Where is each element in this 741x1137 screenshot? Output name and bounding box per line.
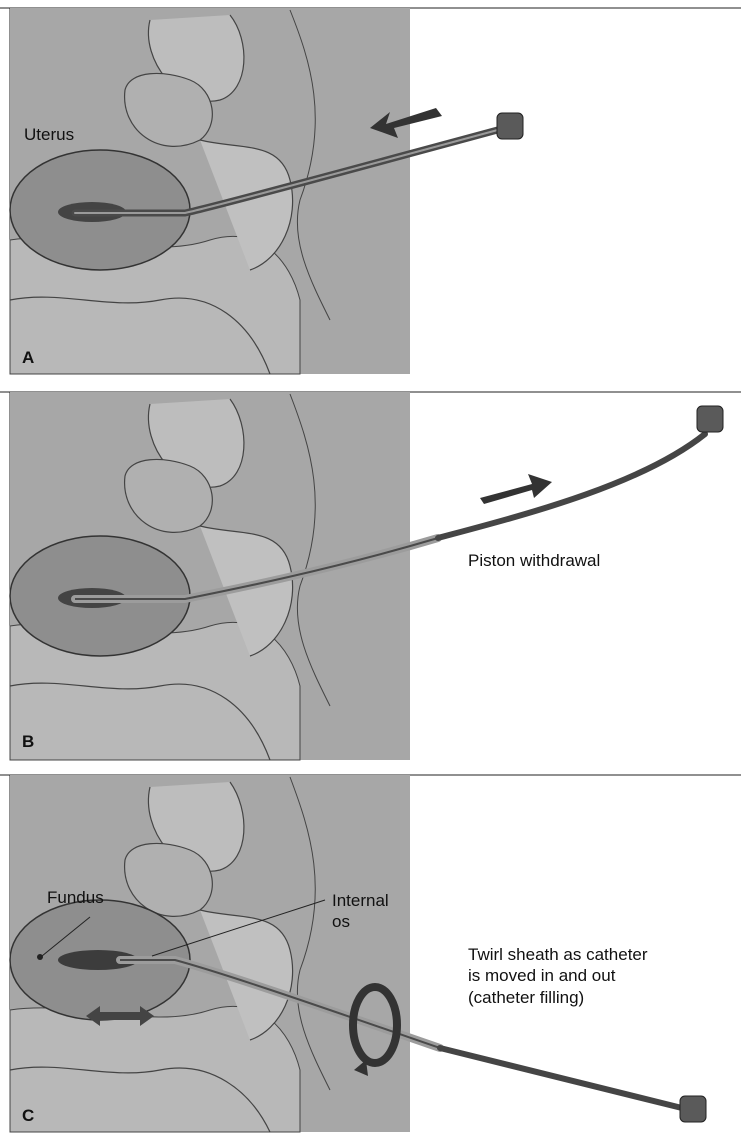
panel-c-catheter-cap — [680, 1096, 706, 1122]
panel-b-piston — [438, 434, 705, 538]
panel-b-catheter-cap — [697, 406, 723, 432]
panel-a-letter: A — [22, 348, 34, 368]
panel-b: Piston withdrawal B — [0, 386, 741, 766]
panel-b-letter: B — [22, 732, 34, 752]
uterus-label: Uterus — [24, 124, 74, 145]
panel-a-catheter-cap — [497, 113, 523, 139]
piston-withdrawal-label: Piston withdrawal — [468, 550, 600, 571]
fundus-label: Fundus — [47, 887, 104, 908]
panel-b-illustration — [0, 386, 741, 766]
panel-c: Fundus Internal os Twirl sheath as cathe… — [0, 770, 741, 1137]
fundus-marker — [37, 954, 43, 960]
twirl-sheath-label: Twirl sheath as catheter is moved in and… — [468, 944, 648, 1008]
panel-b-withdraw-arrow — [480, 474, 552, 504]
internal-os-label: Internal os — [332, 890, 389, 933]
panel-a: Uterus A — [0, 0, 741, 380]
panel-c-letter: C — [22, 1106, 34, 1126]
panel-c-catheter — [440, 1048, 690, 1110]
panel-a-illustration — [0, 0, 741, 380]
